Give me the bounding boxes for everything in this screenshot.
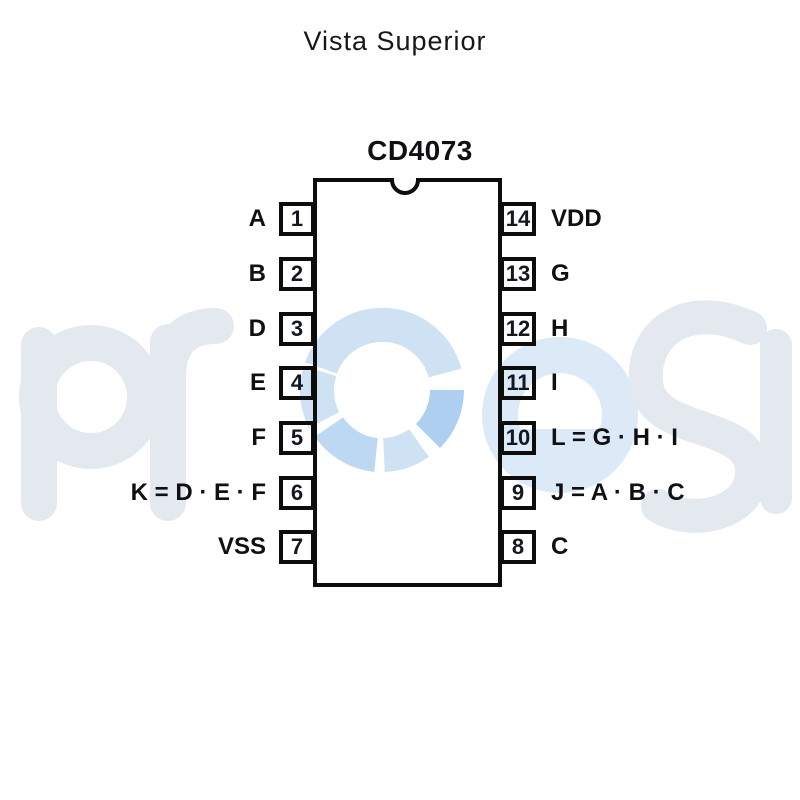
pin-label-14: VDD [551, 205, 602, 232]
pin-box-2: 2 [279, 257, 315, 291]
watermark-letter-r-shoulder [150, 308, 234, 396]
pin-box-6: 6 [279, 476, 315, 510]
pin-box-13: 13 [500, 257, 536, 291]
pin-label-1: A [248, 205, 266, 232]
watermark-letter-o-arc-bottom-left [314, 416, 379, 472]
pin-box-3: 3 [279, 312, 315, 346]
pin-number-4: 4 [290, 370, 304, 395]
pin-number-3: 3 [290, 316, 304, 341]
watermark-letter-o-arc-right [415, 389, 465, 449]
pin-box-1: 1 [279, 202, 315, 236]
pin-box-8: 8 [500, 530, 536, 564]
chip-outline [313, 178, 502, 587]
pin-number-12: 12 [505, 316, 531, 341]
pin-label-4: E [249, 369, 266, 396]
pin-number-5: 5 [290, 425, 304, 450]
watermark-letter-o-arc-bottom-right [382, 428, 429, 472]
pin-number-6: 6 [290, 480, 304, 505]
pin-number-8: 8 [511, 534, 525, 559]
pin-label-7: VSS [217, 533, 266, 560]
pin-number-1: 1 [290, 206, 304, 231]
pin-box-9: 9 [500, 476, 536, 510]
pin-box-12: 12 [500, 312, 536, 346]
pin-label-12: H [551, 315, 569, 342]
pin-number-13: 13 [505, 261, 531, 286]
pin-number-2: 2 [290, 261, 304, 286]
pin-number-14: 14 [505, 206, 531, 231]
pin-box-14: 14 [500, 202, 536, 236]
pin-label-13: G [551, 260, 570, 287]
pin-label-5: F [251, 424, 266, 451]
pin-box-4: 4 [279, 366, 315, 400]
page-title: Vista Superior [303, 26, 487, 56]
pin-number-11: 11 [506, 370, 530, 395]
watermark-letter-s [628, 300, 769, 533]
pin-box-5: 5 [279, 421, 315, 455]
pin-number-9: 9 [511, 480, 525, 505]
chip-name: CD4073 [367, 135, 473, 166]
pin-box-7: 7 [279, 530, 315, 564]
pin-label-2: B [248, 260, 266, 287]
pin-box-11: 11 [500, 366, 536, 400]
pin-label-8: C [551, 533, 569, 560]
pin-label-10: L = G · H · I [551, 424, 678, 451]
pin-label-3: D [248, 315, 266, 342]
pin-number-10: 10 [505, 425, 531, 450]
pin-label-11: I [551, 369, 558, 396]
pin-box-10: 10 [500, 421, 536, 455]
watermark-letter-o-arc-top [304, 307, 462, 379]
pin-label-6: K = D · E · F [130, 479, 266, 506]
pin-number-7: 7 [290, 534, 304, 559]
watermark-letter-o-arc-left [299, 365, 340, 428]
pin-label-9: J = A · B · C [551, 479, 685, 506]
